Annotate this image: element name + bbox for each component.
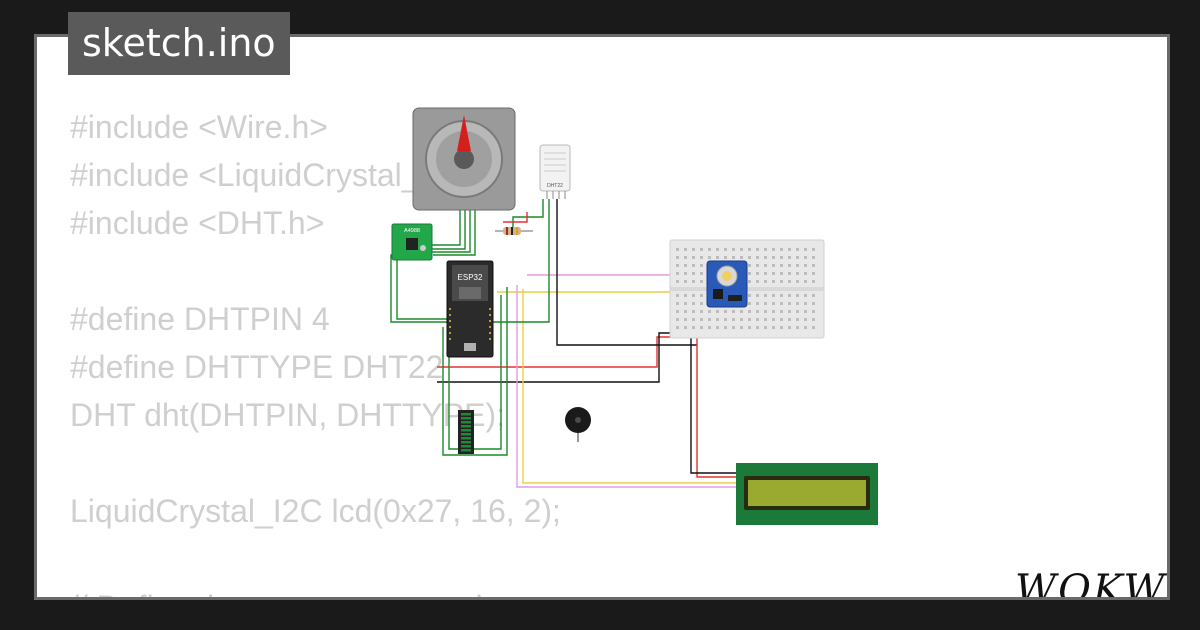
wire-green-driver-1 bbox=[390, 254, 447, 323]
code-line: #include <DHT.h> bbox=[70, 205, 325, 241]
wire-green-motor-3 bbox=[431, 209, 471, 253]
sketch-tab[interactable]: sketch.ino bbox=[68, 12, 290, 75]
code-line: #define DHTTYPE DHT22 bbox=[70, 349, 444, 385]
esp32-label: ESP32 bbox=[458, 273, 483, 282]
led-bar-graph[interactable] bbox=[458, 410, 474, 454]
wokwi-logo: WOKWi bbox=[1015, 567, 1170, 600]
dht22-label: DHT22 bbox=[547, 183, 563, 189]
wire-green-dht-2 bbox=[512, 199, 544, 232]
code-line: LiquidCrystal_I2C lcd(0x27, 16, 2); bbox=[70, 493, 561, 529]
wire-green-motor-1 bbox=[427, 209, 461, 246]
code-line: // Define the stepper motor pins bbox=[70, 589, 516, 597]
wire-green-bar-1 bbox=[442, 287, 508, 456]
rtc-module[interactable] bbox=[706, 260, 748, 308]
resistor[interactable] bbox=[495, 227, 533, 235]
code-line: #define DHTPIN 4 bbox=[70, 301, 330, 337]
wire-red-lcd bbox=[696, 337, 737, 478]
wire-green-bar-2 bbox=[448, 295, 502, 450]
circuit-diagram: DHT22 A4988 ESP32 bbox=[390, 107, 878, 525]
stepper-needle-icon bbox=[457, 115, 471, 151]
wire-pink-lcd bbox=[516, 285, 737, 488]
wire-green-driver-2 bbox=[396, 258, 447, 320]
code-line: DHT dht(DHTPIN, DHTTYPE); bbox=[70, 397, 505, 433]
wire-black-dht bbox=[556, 199, 697, 346]
wire-yellow-lcd bbox=[522, 289, 737, 484]
a4988-label: A4988 bbox=[404, 228, 420, 234]
code-line: #include <Wire.h> bbox=[70, 109, 328, 145]
wire-green-motor-4 bbox=[433, 209, 476, 256]
a4988-driver[interactable]: A4988 bbox=[391, 223, 433, 261]
wire-black-lcd bbox=[690, 337, 737, 474]
lcd-1602-display[interactable] bbox=[736, 463, 878, 525]
dht22-sensor[interactable]: DHT22 bbox=[539, 144, 571, 199]
piezo-buzzer[interactable] bbox=[565, 407, 591, 442]
wire-red-resistor bbox=[503, 212, 528, 223]
wire-green-motor-2 bbox=[429, 209, 466, 250]
preview-frame: #include <Wire.h> #include <LiquidCrysta… bbox=[34, 34, 1170, 600]
stepper-motor[interactable] bbox=[412, 107, 516, 211]
esp32-board[interactable]: ESP32 bbox=[446, 260, 494, 358]
wokwi-logo-text: WOKWi bbox=[1015, 567, 1170, 600]
wire-pink bbox=[527, 274, 688, 280]
